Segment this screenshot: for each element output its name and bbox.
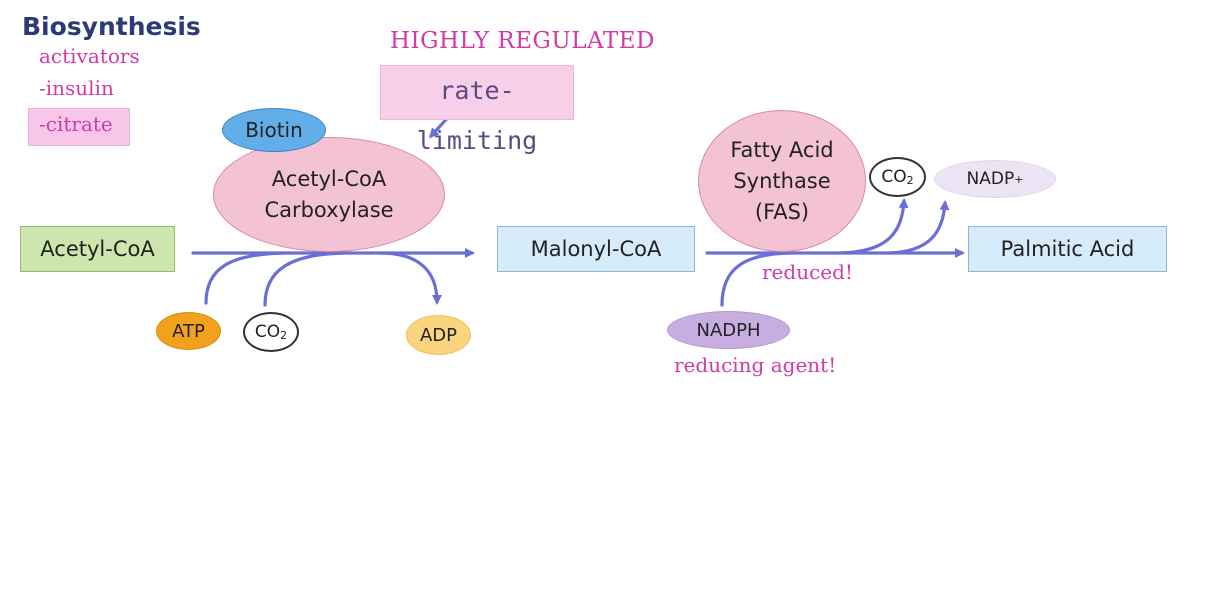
adp-molecule: ADP — [406, 315, 471, 355]
acetyl-coa-box: Acetyl-CoA — [20, 226, 175, 272]
malonyl-coa-box: Malonyl-CoA — [497, 226, 695, 272]
fas-label-line2: Synthase — [733, 168, 831, 193]
rate-limiting-note: rate-limiting — [380, 65, 574, 155]
reduced-note: reduced! — [762, 260, 853, 284]
activator-citrate: -citrate — [28, 108, 130, 146]
fas-label-line1: Fatty Acid — [730, 137, 834, 162]
acc-label-line1: Acetyl-CoA — [271, 166, 387, 191]
palmitic-acid-box: Palmitic Acid — [968, 226, 1167, 272]
nadph-molecule: NADPH — [667, 311, 790, 349]
arrow-nadph-input — [720, 251, 792, 307]
arrow-atp-input — [204, 251, 287, 305]
arrow-nadp-output — [886, 200, 950, 255]
highly-regulated-note: HIGHLY REGULATED — [390, 28, 655, 54]
activator-insulin: -insulin — [39, 76, 114, 100]
diagram-title: Biosynthesis — [22, 12, 201, 41]
nadp-plus-molecule: NADP+ — [934, 160, 1056, 198]
acc-label-line2: Carboxylase — [264, 197, 394, 222]
fas-label-line3: (FAS) — [754, 199, 810, 224]
biotin-cofactor: Biotin — [222, 108, 326, 152]
arrow-adp-output — [378, 251, 442, 305]
activators-label: activators — [39, 44, 140, 68]
fatty-acid-synthase-enzyme: Fatty Acid Synthase (FAS) — [698, 110, 866, 252]
atp-molecule: ATP — [156, 312, 221, 350]
arrow-co2-input — [263, 251, 347, 307]
arrow-co2-output — [838, 198, 909, 255]
reducing-agent-note: reducing agent! — [674, 353, 837, 377]
acetyl-coa-carboxylase-enzyme: Acetyl-CoA Carboxylase — [213, 137, 445, 252]
